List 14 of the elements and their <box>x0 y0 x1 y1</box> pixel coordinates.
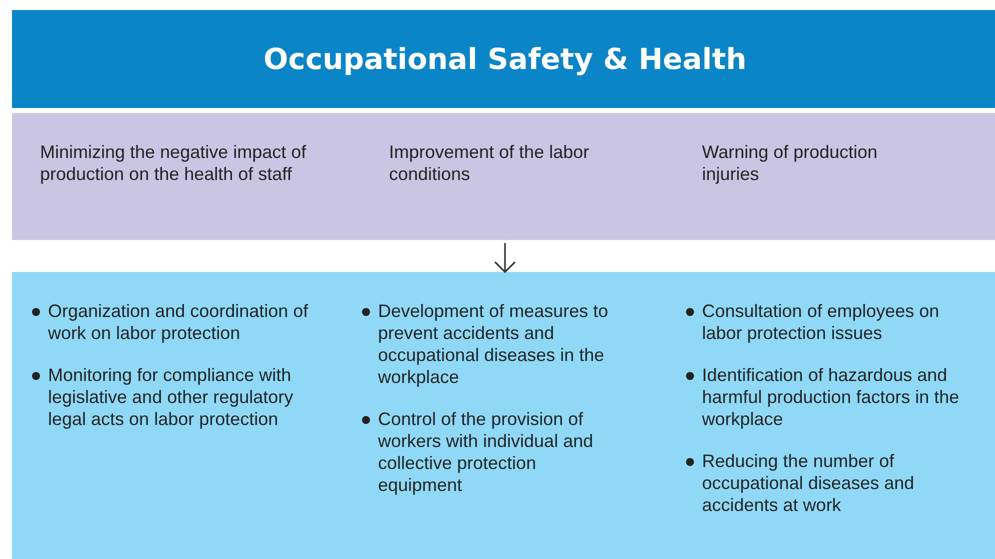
bullet-item: Control of the provision of workers with individual and collective protection equipment <box>360 408 625 496</box>
objective-text: Minimizing the negative impact of production on the health of staff <box>40 141 308 185</box>
bullet-item: Monitoring for compliance with legislative and other regulatory legal acts on labor protection <box>30 364 320 430</box>
bullet-item: Identification of hazardous and harmful production factors in the workplace <box>684 364 969 430</box>
bullet-item: Consultation of employees on labor protection issues <box>684 300 969 344</box>
objectives-band <box>12 113 995 240</box>
objective-text: Warning of production injuries <box>702 141 878 185</box>
bullet-item: Organization and coordination of work on labor protection <box>30 300 320 344</box>
task-list-panel <box>12 272 995 559</box>
objective-text: Improvement of the labor conditions <box>389 141 590 185</box>
bullet-item: Reducing the number of occupational diseases and accidents at work <box>684 450 969 516</box>
title-text: Occupational Safety & Health <box>264 42 746 76</box>
bullet-item: Development of measures to prevent accidents and occupational diseases in the workplace <box>360 300 625 388</box>
arrow <box>494 243 516 273</box>
